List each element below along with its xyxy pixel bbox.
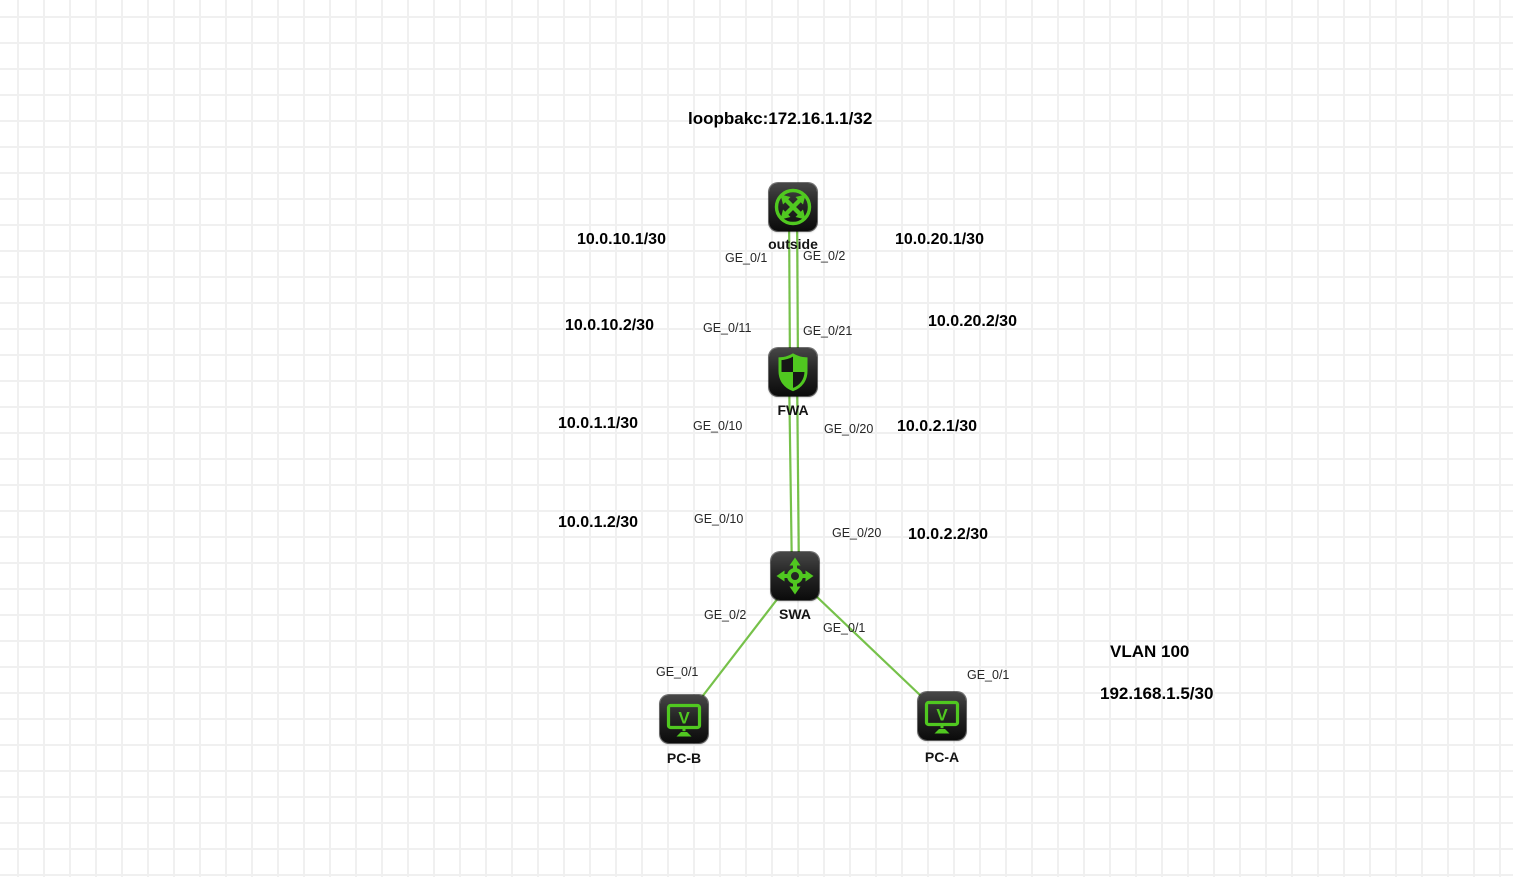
ip-annotation[interactable]: 10.0.2.1/30 <box>897 418 978 435</box>
device-SWA[interactable]: SWA <box>771 552 819 621</box>
text-annotation[interactable]: loopbakc:172.16.1.1/32 <box>688 109 873 128</box>
device-PC-B[interactable]: V PC-B <box>660 695 708 765</box>
text-annotation[interactable]: 192.168.1.5/30 <box>1100 684 1214 703</box>
ip-annotation[interactable]: 10.0.1.1/30 <box>558 415 639 432</box>
ip-annotation[interactable]: 10.0.10.2/30 <box>565 317 654 334</box>
link-outside-FWA[interactable] <box>787 206 792 373</box>
ip-annotation[interactable]: 10.0.20.2/30 <box>928 313 1017 330</box>
pc-icon: V <box>918 692 966 740</box>
link-FWA-SWA[interactable] <box>795 371 801 577</box>
svg-text:V: V <box>936 706 948 725</box>
interface-label: GE_0/1 <box>725 251 768 265</box>
ip-annotation[interactable]: 10.0.1.2/30 <box>558 514 639 531</box>
router-icon <box>769 183 817 231</box>
device-label: SWA <box>779 606 811 622</box>
device-label: PC-A <box>924 749 960 765</box>
interface-label: GE_0/1 <box>823 621 866 635</box>
ip-annotation[interactable]: 10.0.20.1/30 <box>895 231 984 248</box>
interface-label: GE_0/1 <box>967 668 1010 682</box>
interface-label: GE_0/20 <box>824 422 874 436</box>
interface-label: GE_0/2 <box>803 249 846 263</box>
interface-label: GE_0/1 <box>656 665 699 679</box>
link-SWA-PC-A[interactable] <box>794 575 943 717</box>
interface-label: GE_0/10 <box>693 419 743 433</box>
device-FWA[interactable]: FWA <box>769 348 817 417</box>
device-label: FWA <box>777 402 809 418</box>
link-FWA-SWA[interactable] <box>787 371 794 577</box>
device-outside[interactable]: outside <box>768 183 818 251</box>
switch-icon <box>771 552 819 600</box>
link-outside-FWA[interactable] <box>795 206 800 373</box>
interface-label: GE_0/20 <box>832 526 882 540</box>
device-label: outside <box>768 236 818 252</box>
svg-text:V: V <box>678 709 690 728</box>
device-PC-A[interactable]: V PC-A <box>918 692 966 764</box>
firewall-icon <box>769 348 817 396</box>
interface-label: GE_0/21 <box>803 324 853 338</box>
device-label: PC-B <box>666 750 702 766</box>
interface-label: GE_0/2 <box>704 608 747 622</box>
interface-label: GE_0/10 <box>694 512 744 526</box>
text-annotation[interactable]: VLAN 100 <box>1110 642 1190 661</box>
ip-annotation[interactable]: 10.0.2.2/30 <box>908 526 989 543</box>
ip-annotation[interactable]: 10.0.10.1/30 <box>577 231 666 248</box>
pc-icon: V <box>660 695 708 743</box>
interface-label: GE_0/11 <box>703 321 752 335</box>
